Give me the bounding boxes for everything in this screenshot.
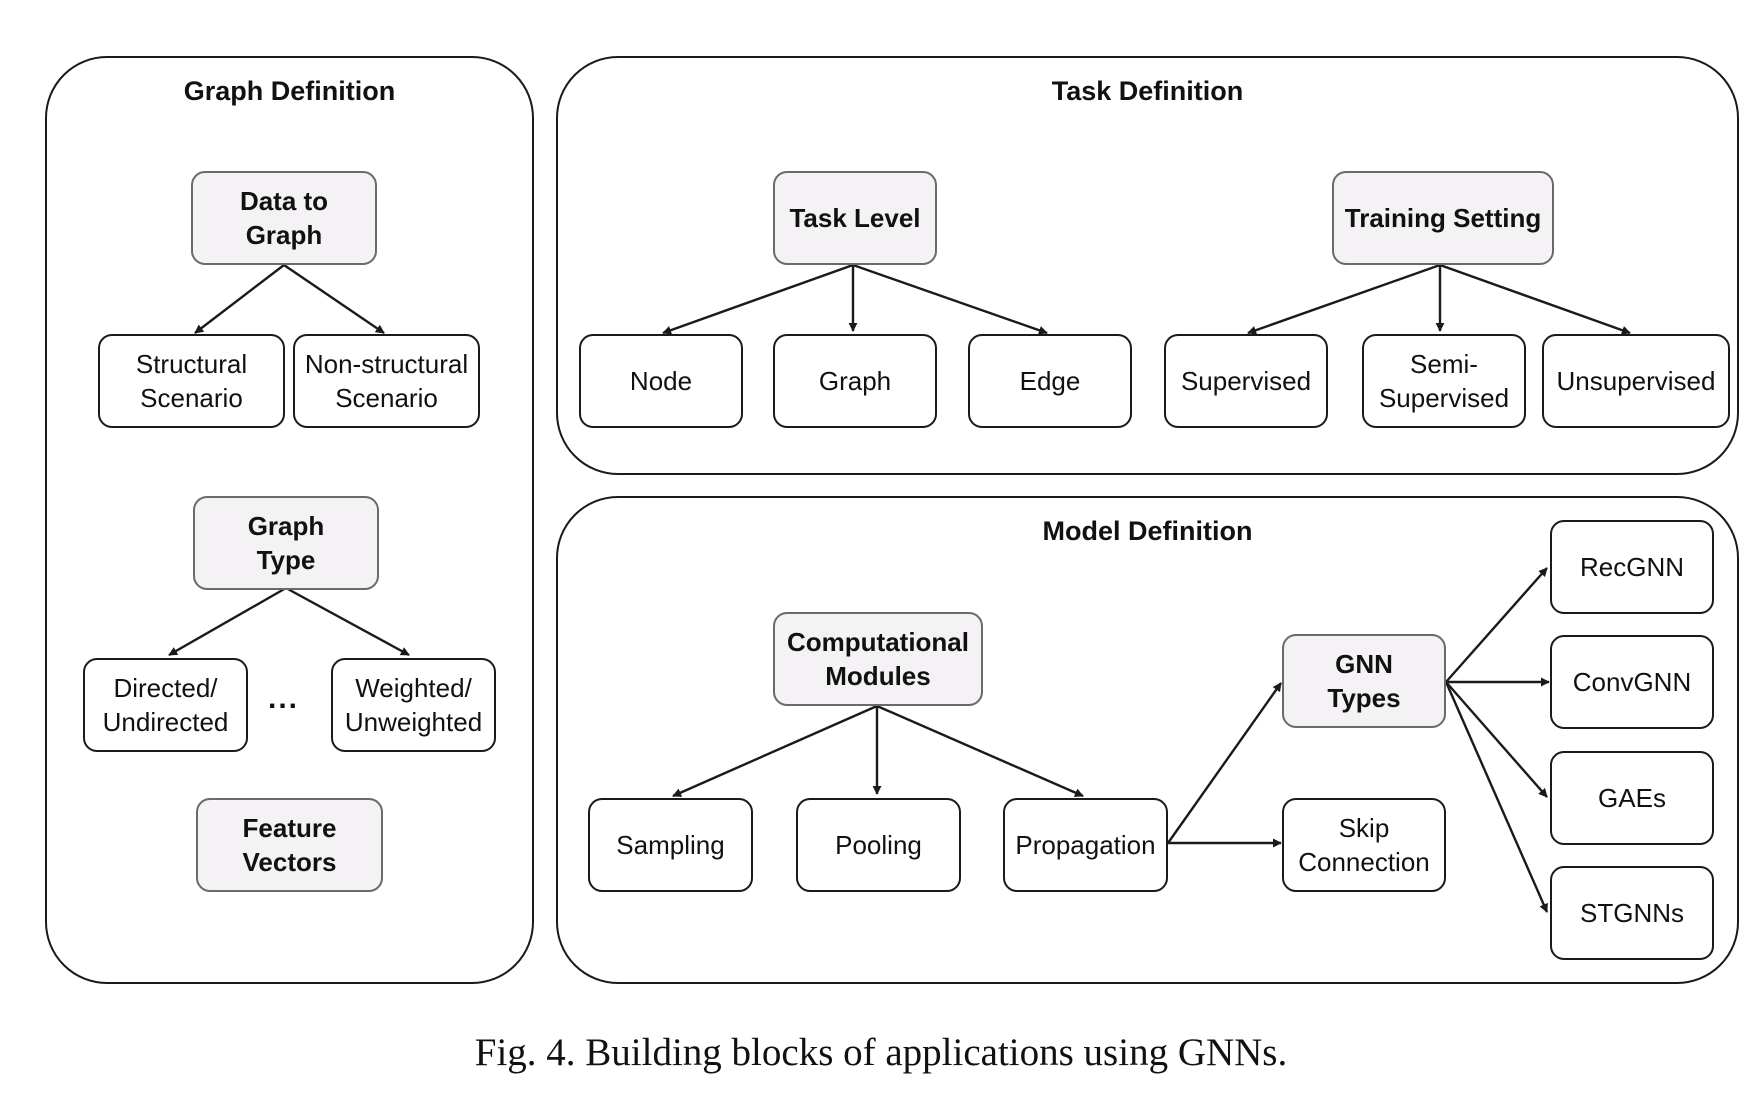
arrow-comp-to-propagation bbox=[876, 704, 1084, 798]
task-definition-panel: Task Definition bbox=[556, 56, 1739, 475]
weighted-unweighted-box: Weighted/ Unweighted bbox=[331, 658, 496, 752]
arrow-tasklevel-to-edge bbox=[852, 263, 1048, 335]
arrow-gnntypes-to-recgnn bbox=[1445, 567, 1548, 683]
figure-caption: Fig. 4. Building blocks of applications … bbox=[474, 1031, 1288, 1074]
node-task-box: Node bbox=[579, 334, 743, 428]
graph-type-box: Graph Type bbox=[193, 496, 379, 590]
feature-vectors-box: Feature Vectors bbox=[196, 798, 383, 892]
stgnns-box: STGNNs bbox=[1550, 866, 1714, 960]
skip-connection-box: Skip Connection bbox=[1282, 798, 1446, 892]
task-level-box: Task Level bbox=[773, 171, 937, 265]
non-structural-scenario-box: Non-structural Scenario bbox=[293, 334, 480, 428]
training-setting-box: Training Setting bbox=[1332, 171, 1554, 265]
arrow-type-to-weighted bbox=[285, 586, 410, 657]
graph-task-box: Graph bbox=[773, 334, 937, 428]
structural-scenario-box: Structural Scenario bbox=[98, 334, 285, 428]
semi-supervised-box: Semi- Supervised bbox=[1362, 334, 1526, 428]
arrow-type-to-directed bbox=[168, 586, 287, 657]
arrow-tasklevel-to-node bbox=[662, 263, 854, 335]
arrow-propagation-to-gnntypes bbox=[1167, 682, 1282, 844]
edge-task-box: Edge bbox=[968, 334, 1132, 428]
arrow-data-to-structural bbox=[194, 264, 285, 334]
sampling-box: Sampling bbox=[588, 798, 753, 892]
model-definition-panel: Model Definition bbox=[556, 496, 1739, 984]
data-to-graph-box: Data to Graph bbox=[191, 171, 377, 265]
ellipsis-more-types: ... bbox=[268, 682, 300, 715]
gnn-types-box: GNN Types bbox=[1282, 634, 1446, 728]
directed-undirected-box: Directed/ Undirected bbox=[83, 658, 248, 752]
convgnn-box: ConvGNN bbox=[1550, 635, 1714, 729]
supervised-box: Supervised bbox=[1164, 334, 1328, 428]
model-definition-title: Model Definition bbox=[1042, 516, 1253, 546]
arrow-training-to-unsupervised bbox=[1439, 263, 1631, 335]
recgnn-box: RecGNN bbox=[1550, 520, 1714, 614]
arrow-comp-to-sampling bbox=[672, 704, 878, 798]
graph-definition-panel: Graph Definition bbox=[45, 56, 534, 984]
propagation-box: Propagation bbox=[1003, 798, 1168, 892]
graph-definition-title: Graph Definition bbox=[183, 76, 396, 106]
unsupervised-box: Unsupervised bbox=[1542, 334, 1730, 428]
arrow-data-to-nonstructural bbox=[283, 264, 385, 334]
pooling-box: Pooling bbox=[796, 798, 961, 892]
arrow-training-to-supervised bbox=[1247, 263, 1441, 335]
arrow-gnntypes-to-stgnns bbox=[1444, 681, 1549, 913]
gaes-box: GAEs bbox=[1550, 751, 1714, 845]
arrow-gnntypes-to-gaes bbox=[1445, 681, 1548, 798]
task-definition-title: Task Definition bbox=[1051, 76, 1244, 106]
computational-modules-box: Computational Modules bbox=[773, 612, 983, 706]
